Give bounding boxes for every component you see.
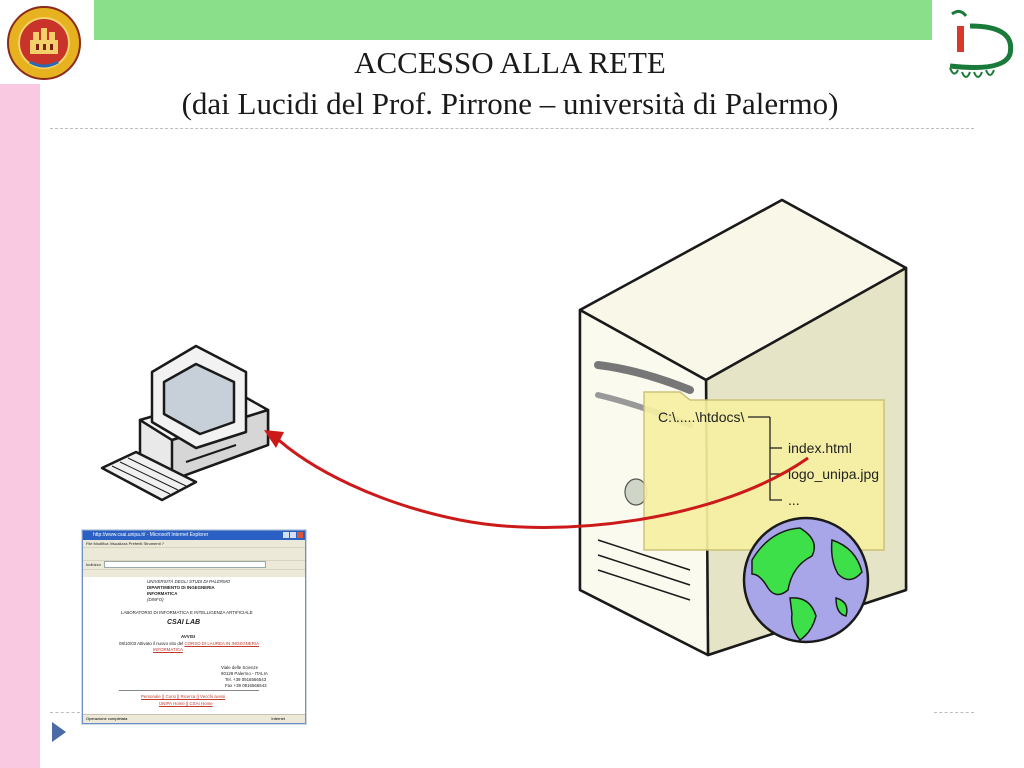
page-links-2[interactable]: UNIPA Home || CSAI Home	[159, 701, 213, 706]
folder-path-label: C:\.....\htdocs\	[658, 409, 744, 425]
browser-title-bar: http://www.csai.unipa.it/ - Microsoft In…	[83, 531, 305, 540]
browser-title: http://www.csai.unipa.it/ - Microsoft In…	[93, 532, 209, 538]
folder-item-logo: logo_unipa.jpg	[788, 466, 879, 482]
page-lab: CSAI LAB	[167, 619, 201, 626]
computer-icon	[100, 344, 270, 502]
server-drive-slot	[594, 361, 694, 394]
department-logo-icon	[949, 9, 1014, 78]
browser-page: UNIVERSITÀ DEGLI STUDI DI PALERMO DIPART…	[83, 577, 305, 715]
close-icon	[297, 532, 303, 538]
page-fax: Fax +39 0916566543	[225, 683, 267, 688]
maximize-icon	[290, 532, 296, 538]
footer-divider-left	[50, 712, 80, 713]
globe-icon	[742, 516, 870, 644]
page-avvisi: AVVISI	[181, 634, 196, 639]
page-lab-full: LABORATORIO DI INFORMATICA E INTELLIGENZ…	[121, 610, 253, 615]
minimize-icon	[283, 532, 289, 538]
page-dinfo: (DINFO)	[147, 597, 164, 602]
folder-icon	[643, 391, 885, 551]
footer-divider-right	[934, 712, 974, 713]
tree-line	[769, 417, 782, 501]
arrow-icon	[264, 430, 809, 529]
top-accent-bar	[94, 0, 932, 40]
address-field	[103, 561, 266, 569]
folder-item-index: index.html	[788, 440, 852, 456]
page-dept1: DIPARTIMENTO DI INGEGNERIA	[147, 585, 215, 590]
title-divider	[50, 128, 974, 129]
page-notice: 08/10/03 Attivato il nuovo sito del CORS…	[119, 641, 260, 646]
slide-title: ACCESSO ALLA RETE	[354, 45, 666, 80]
notice-link[interactable]: CORSO DI LAUREA IN INGEGNERIA	[184, 641, 260, 646]
page-rule	[119, 690, 259, 691]
notice-link-cont[interactable]: INFORMATICA	[153, 647, 183, 652]
browser-menu: File Modifica Visualizza Preferiti Strum…	[83, 540, 305, 547]
page-addr1: Viale delle Scienze	[221, 665, 259, 670]
page-links-1[interactable]: Personale || Corsi || Ricerca || Vecchi …	[141, 694, 226, 699]
page-addr2: 90128 Palermo - ITALIA	[221, 671, 268, 676]
page-dept2: INFORMATICA	[147, 591, 178, 596]
browser-address-bar: Indirizzo	[83, 560, 305, 569]
left-accent-bar	[0, 84, 40, 768]
university-seal-icon	[7, 6, 81, 80]
browser-screenshot: http://www.csai.unipa.it/ - Microsoft In…	[82, 530, 306, 724]
page-univ: UNIVERSITÀ DEGLI STUDI DI PALERMO	[147, 579, 231, 584]
browser-status-bar: Operazione completata Internet	[83, 714, 305, 723]
page-tel: Tel. +39 0916566543	[225, 677, 267, 682]
next-slide-arrow-icon[interactable]	[52, 722, 66, 742]
browser-toolbar	[83, 547, 305, 560]
folder-item-more: ...	[788, 492, 800, 508]
slide-subtitle: (dai Lucidi del Prof. Pirrone – universi…	[181, 86, 839, 121]
